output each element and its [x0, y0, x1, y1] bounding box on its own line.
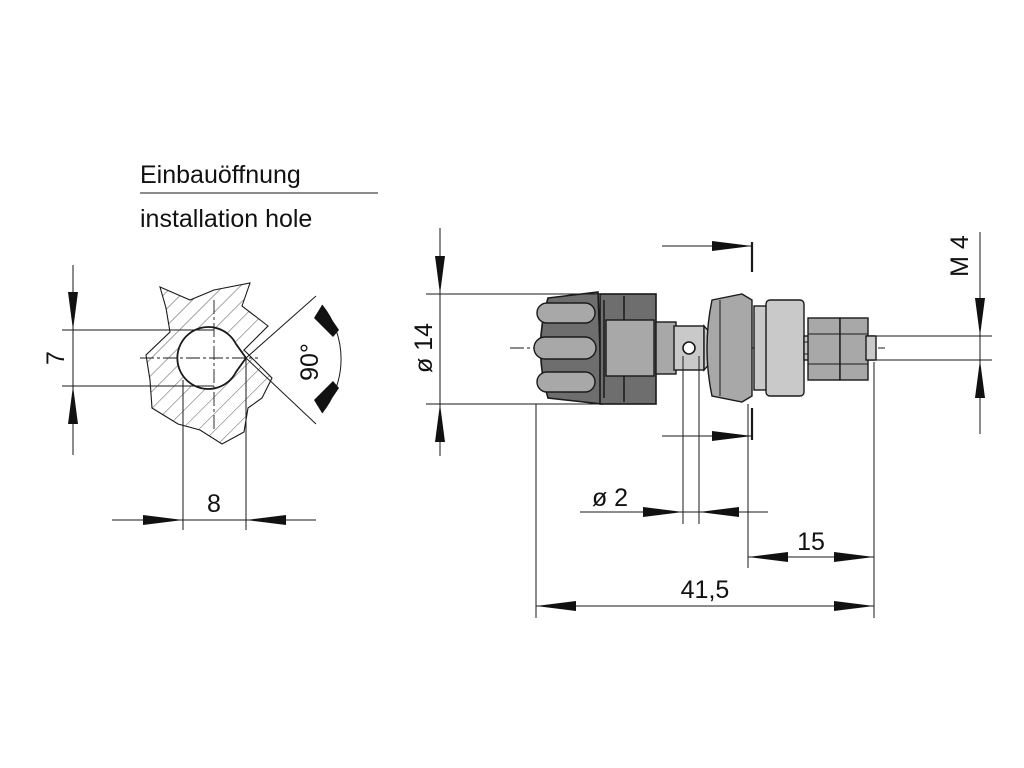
thread-tip: [865, 335, 877, 361]
knob-rib-2: [533, 336, 597, 360]
d415-arrow-right: [834, 601, 874, 611]
m4-arrow-top: [975, 298, 985, 336]
dim-8-label: 8: [207, 490, 221, 518]
angle-arrow-top: [314, 305, 339, 337]
d415-arrow-left: [536, 601, 576, 611]
dim7-arrow-bottom: [68, 386, 78, 424]
panel-dim-bottom-arrow: [712, 431, 752, 441]
d14-arrow-bottom: [435, 404, 445, 442]
knob-rib-3: [536, 371, 596, 393]
dim-m4-label: M 4: [946, 235, 974, 277]
angle-arrow-bottom: [314, 381, 339, 413]
panel-dim-top-arrow: [712, 241, 752, 251]
knob-band: [605, 319, 655, 377]
dim8-arrow-left: [143, 515, 183, 525]
title-german: Einbauöffnung: [140, 161, 301, 189]
dim-d14-label: ø 14: [410, 323, 438, 373]
angle-leg-lower: [245, 357, 317, 425]
dim8-arrow-right: [246, 515, 286, 525]
title-english: installation hole: [140, 205, 312, 233]
rear-insulator: [765, 299, 805, 397]
knob-rib-1: [536, 302, 596, 324]
d15-arrow-left: [748, 552, 788, 562]
installation-hole-view: 7 8 90°: [42, 265, 342, 530]
nut-1: [807, 317, 841, 381]
dim-90-label: 90°: [296, 343, 324, 381]
dim-15-label: 15: [797, 528, 825, 556]
d2-arrow-left: [643, 507, 683, 517]
m4-arrow-bottom: [975, 360, 985, 398]
binding-post-view: ø 14 ø 2 15 41,5 M 4: [410, 228, 992, 618]
dim-415-label: 41,5: [681, 576, 730, 604]
d14-arrow-top: [435, 256, 445, 294]
dim-7-label: 7: [42, 351, 70, 365]
d2-arrow-right: [699, 507, 739, 517]
dim7-arrow-top: [68, 292, 78, 330]
stud-shaft: [673, 325, 705, 371]
insulator-washer: [706, 293, 753, 403]
dim-d2-label: ø 2: [592, 484, 628, 512]
nut-2: [839, 317, 869, 381]
cross-hole: [682, 341, 696, 355]
stud-collar: [655, 321, 677, 375]
angle-leg-upper: [245, 295, 317, 359]
d15-arrow-right: [834, 552, 874, 562]
